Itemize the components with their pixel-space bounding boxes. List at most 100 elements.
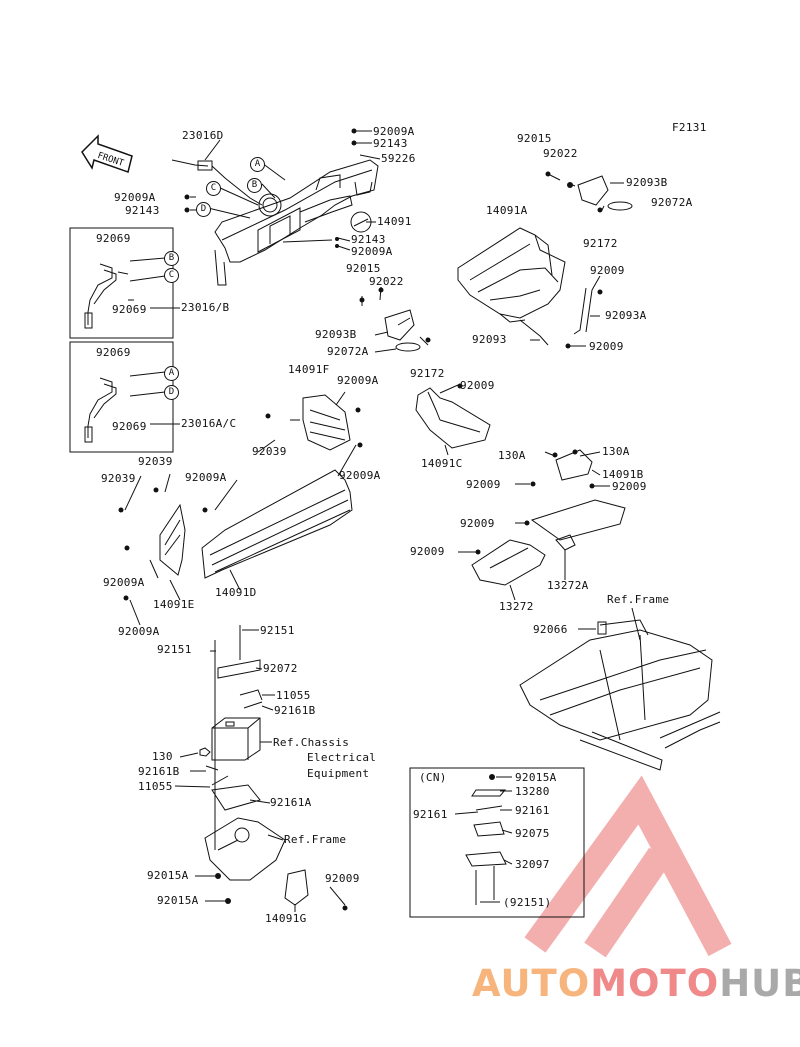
part-label: 92009A — [351, 245, 393, 258]
part-label: 92009A — [114, 191, 156, 204]
part-label: 92069 — [112, 420, 147, 433]
part-label: 92093B — [626, 176, 668, 189]
part-label: 59226 — [381, 152, 416, 165]
part-label: 92072 — [263, 662, 298, 675]
part-label: 92069 — [112, 303, 147, 316]
part-label: 23016/B — [181, 301, 230, 314]
part-label: 92015 — [517, 132, 552, 145]
part-label: 92015 — [346, 262, 381, 275]
part-label: 14091F — [288, 363, 330, 376]
part-label: 92039 — [138, 455, 173, 468]
fasteners — [118, 128, 603, 911]
part-label: 92039 — [101, 472, 136, 485]
side-panel-14091D — [159, 469, 353, 579]
cn-parts — [465, 789, 507, 905]
part-label: 92093 — [472, 333, 507, 346]
front-arrow-icon: FRONT — [81, 134, 133, 173]
ref-label: Electrical — [307, 751, 377, 764]
part-label: 92009 — [590, 264, 625, 277]
part-label: 130 — [152, 750, 173, 763]
sensor-23016D — [171, 159, 263, 206]
part-label: 13272 — [499, 600, 534, 613]
part-label: 14091C — [421, 457, 463, 470]
part-label: 92069 — [96, 232, 131, 245]
part-label: 14091A — [486, 204, 528, 217]
part-label: 92009A — [103, 576, 145, 589]
bracket-92093B-mid — [361, 286, 429, 352]
watermark-text: AUTOMOTOHUB — [472, 964, 800, 1004]
part-label: 92143 — [125, 204, 160, 217]
part-label: 14091D — [215, 586, 257, 599]
part-label: 92172 — [410, 367, 445, 380]
part-label: 92161 — [515, 804, 550, 817]
part-label: 92015A — [157, 894, 199, 907]
part-label: 92072A — [327, 345, 369, 358]
cn-detail-box — [409, 767, 585, 918]
watermark-part: AUTO — [472, 962, 591, 1005]
ref-label: Ref.Chassis — [273, 736, 350, 749]
callout-c: C — [206, 181, 221, 196]
part-label: 14091B — [602, 468, 644, 481]
part-label: 11055 — [276, 689, 311, 702]
part-label: 32097 — [515, 858, 550, 871]
cn-title: (CN) — [419, 771, 447, 784]
part-label: 92009 — [466, 478, 501, 491]
part-label: 23016D — [182, 129, 224, 142]
figure-code: F2131 — [672, 121, 707, 134]
part-label: 92009A — [118, 625, 160, 638]
callout-b: B — [247, 178, 262, 193]
part-label: 92075 — [515, 827, 550, 840]
part-label: 92151 — [260, 624, 295, 637]
part-label: 130A — [602, 445, 630, 458]
part-label: 92161B — [274, 704, 316, 717]
watermark-part: HUB — [719, 962, 800, 1005]
callout-a: A — [250, 157, 265, 172]
part-label: 92161B — [138, 765, 180, 778]
front-cross-member-assembly — [214, 159, 379, 286]
part-label: 92009A — [337, 374, 379, 387]
part-label: 92009A — [339, 469, 381, 482]
part-label: 92022 — [543, 147, 578, 160]
part-label: 92022 — [369, 275, 404, 288]
ref-label: Ref.Frame — [284, 833, 347, 846]
bracket-92093B-right — [547, 173, 633, 211]
part-label: 92009 — [460, 379, 495, 392]
part-label: 92015A — [515, 771, 557, 784]
watermark-logo — [524, 775, 732, 958]
watermark-part: MOTO — [590, 962, 720, 1005]
part-label: 14091E — [153, 598, 195, 611]
part-label: 92039 — [252, 445, 287, 458]
part-label: 92009 — [325, 872, 360, 885]
part-label: 92161A — [270, 796, 312, 809]
part-label: 92143 — [351, 233, 386, 246]
callout-d: D — [196, 202, 211, 217]
callout-a: A — [164, 366, 179, 381]
part-label: 92093A — [605, 309, 647, 322]
part-label: 92069 — [96, 346, 131, 359]
callout-b: B — [164, 251, 179, 266]
part-label: 14091 — [377, 215, 412, 228]
part-label: 92066 — [533, 623, 568, 636]
part-label: 92009 — [410, 545, 445, 558]
part-label: 92072A — [651, 196, 693, 209]
side-panel-14091F — [302, 394, 351, 451]
battery-assembly — [199, 625, 309, 906]
frame-drawing — [519, 619, 721, 771]
part-label: 130A — [498, 449, 526, 462]
part-label: 92143 — [373, 137, 408, 150]
callout-d: D — [164, 385, 179, 400]
part-label: 92151 — [157, 643, 192, 656]
part-label: 13272A — [547, 579, 589, 592]
ref-label: Ref.Frame — [607, 593, 670, 606]
part-label: 23016A/C — [181, 417, 237, 430]
part-label: 13280 — [515, 785, 550, 798]
part-label: 92015A — [147, 869, 189, 882]
part-label: 92009 — [589, 340, 624, 353]
part-label: 14091G — [265, 912, 307, 925]
ref-label: Equipment — [307, 767, 370, 780]
part-label: 92172 — [583, 237, 618, 250]
skid-plate-14091A — [457, 227, 593, 346]
part-label: 11055 — [138, 780, 173, 793]
